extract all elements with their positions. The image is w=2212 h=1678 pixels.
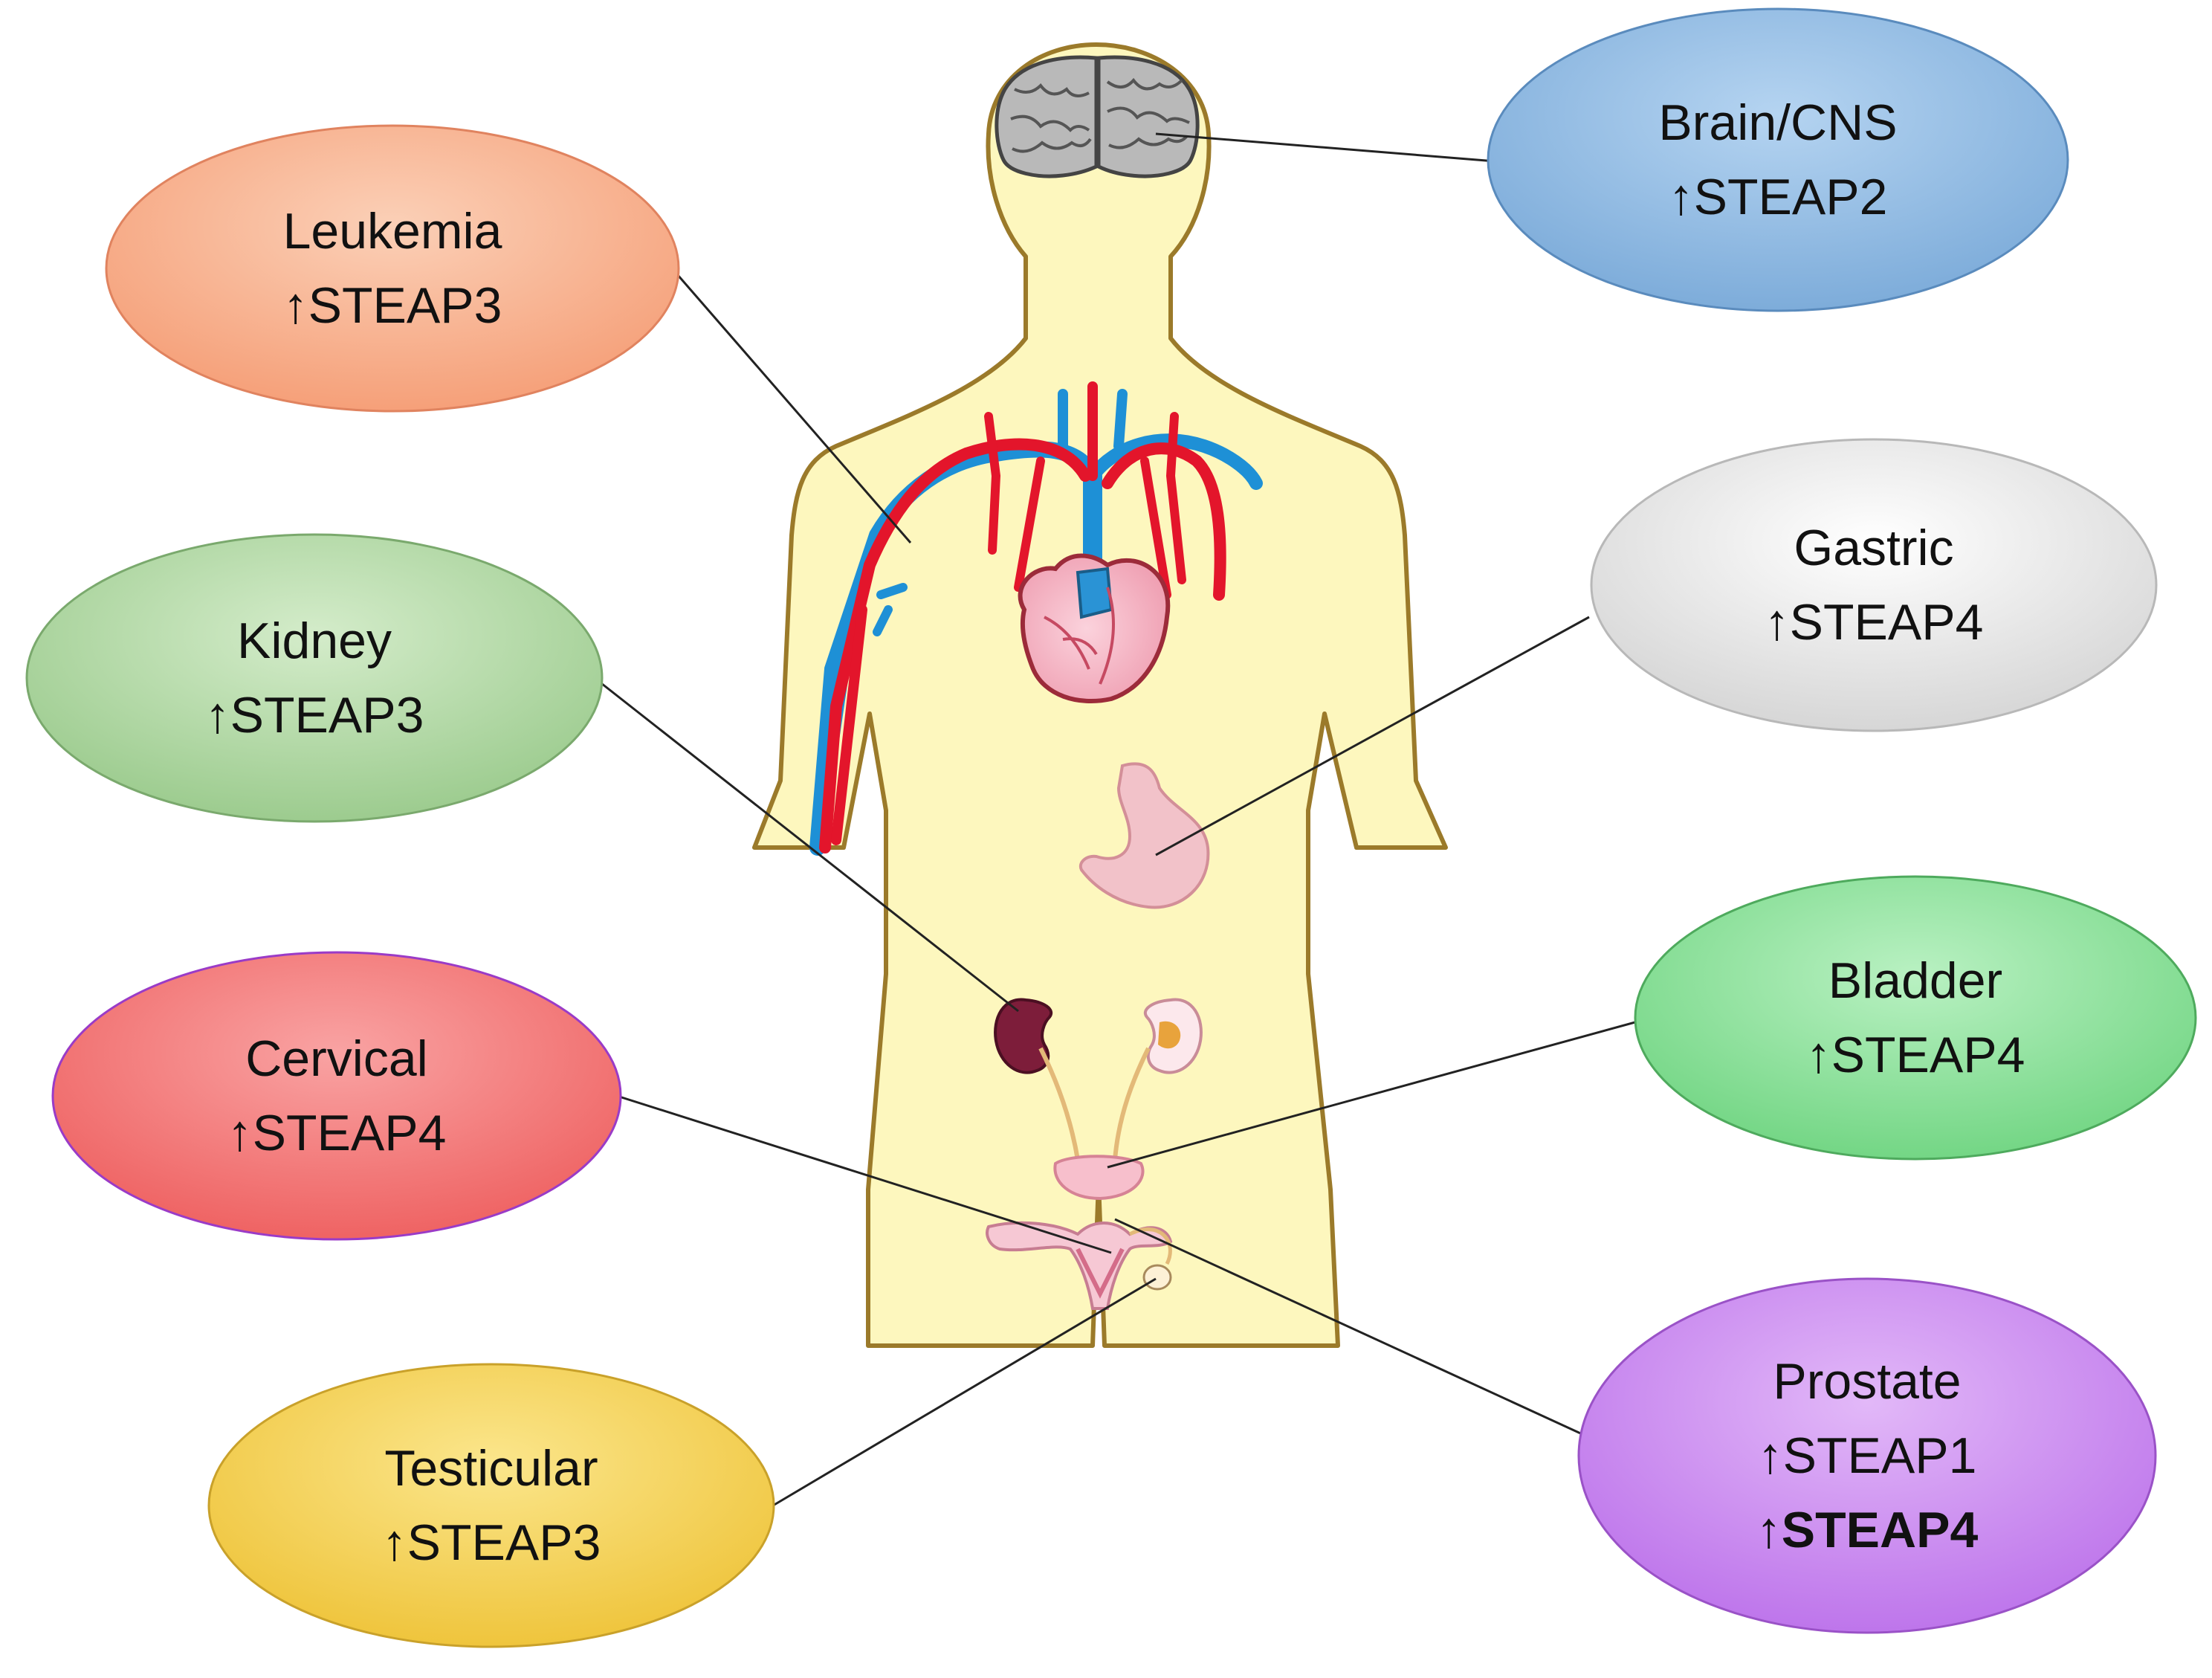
bladder-icon [1053, 1155, 1145, 1201]
callout-kidney-ellipse [25, 533, 604, 823]
callout-cervical-ellipse [51, 951, 622, 1241]
callout-leukemia-label: Leukemia ↑STEAP3 [169, 194, 615, 343]
callout-gastric-name: Gastric [1794, 520, 1954, 576]
callout-bladder-marker: ↑STEAP4 [1805, 1027, 2025, 1083]
callout-brain-cns-name: Brain/CNS [1658, 94, 1898, 151]
uterus-icon [986, 1221, 1173, 1310]
right-kidney-icon [1144, 998, 1203, 1074]
callout-leukemia-marker: ↑STEAP3 [282, 277, 502, 334]
blood-vessels-icon [809, 381, 1263, 856]
heart-icon [1018, 553, 1171, 703]
callout-gastric-label: Gastric ↑STEAP4 [1651, 511, 2097, 659]
callout-gastric-marker: ↑STEAP4 [1764, 594, 1984, 651]
callout-bladder-name: Bladder [1828, 952, 2003, 1009]
callout-brain-cns-marker: ↑STEAP2 [1668, 169, 1888, 225]
callout-brain-cns-label: Brain/CNS ↑STEAP2 [1555, 85, 2001, 234]
callout-bladder-label: Bladder ↑STEAP4 [1692, 943, 2138, 1092]
callout-bladder-ellipse [1634, 875, 2197, 1161]
callout-prostate-marker: ↑STEAP1 [1757, 1427, 1977, 1484]
testis-icon [1142, 1264, 1172, 1291]
callout-prostate-bold-marker: ↑STEAP4 [1756, 1502, 1979, 1558]
callout-prostate-ellipse [1577, 1277, 2157, 1634]
callout-testicular-label: Testicular ↑STEAP3 [268, 1431, 714, 1580]
callout-cervical-label: Cervical ↑STEAP4 [114, 1022, 560, 1170]
callout-testicular-name: Testicular [384, 1440, 598, 1497]
connector-lines [594, 132, 1649, 1507]
callout-cervical-name: Cervical [245, 1030, 428, 1087]
stomach-icon [1078, 762, 1210, 909]
callout-kidney-label: Kidney ↑STEAP3 [91, 604, 537, 752]
ureters [1038, 1047, 1151, 1161]
callout-cervical-marker: ↑STEAP4 [227, 1105, 447, 1161]
callout-brain-cns-ellipse [1487, 7, 2069, 312]
callout-kidney-name: Kidney [237, 613, 392, 669]
left-kidney-icon [994, 998, 1052, 1074]
brain-icon [995, 55, 1200, 178]
callout-leukemia-ellipse [105, 124, 680, 413]
callout-gastric-ellipse [1590, 438, 2158, 732]
callout-prostate-name: Prostate [1773, 1353, 1962, 1410]
callout-testicular-ellipse [207, 1363, 775, 1648]
callout-leukemia-name: Leukemia [282, 203, 502, 259]
callout-kidney-marker: ↑STEAP3 [204, 687, 424, 743]
callout-ellipses [25, 7, 2197, 1648]
callout-prostate-label: Prostate ↑STEAP1 ↑STEAP4 [1644, 1344, 2090, 1567]
callout-testicular-marker: ↑STEAP3 [381, 1514, 601, 1571]
